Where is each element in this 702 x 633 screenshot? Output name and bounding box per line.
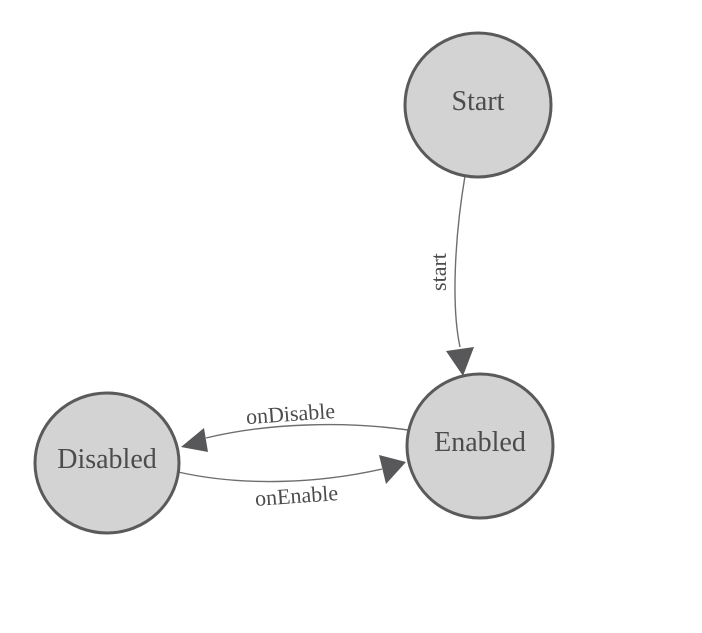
node-disabled-label: Disabled	[57, 444, 157, 475]
arrowhead-right-icon	[379, 455, 406, 484]
node-enabled-label: Enabled	[434, 427, 526, 458]
edge-enabled-to-disabled-line	[205, 423, 409, 439]
edge-disabled-to-enabled[interactable]: onEnable	[177, 455, 406, 511]
node-enabled-circle	[405, 372, 555, 520]
node-disabled-circle	[33, 391, 181, 535]
edge-label-onenable: onEnable	[254, 480, 339, 511]
edge-label-start: start	[426, 253, 451, 291]
edge-disabled-to-enabled-line	[177, 468, 383, 483]
node-start[interactable]: Start	[403, 31, 553, 179]
node-enabled[interactable]: Enabled	[405, 372, 555, 520]
node-start-label: Start	[452, 86, 505, 117]
node-start-circle	[403, 31, 553, 179]
node-disabled[interactable]: Disabled	[33, 391, 181, 535]
edge-label-ondisable: onDisable	[245, 398, 336, 429]
edge-start-to-enabled[interactable]: start	[426, 175, 474, 376]
arrowhead-left-icon	[181, 428, 208, 452]
edge-enabled-to-disabled[interactable]: onDisable	[181, 398, 409, 452]
edge-start-to-enabled-line	[454, 175, 466, 348]
arrowhead-down-icon	[446, 347, 474, 376]
